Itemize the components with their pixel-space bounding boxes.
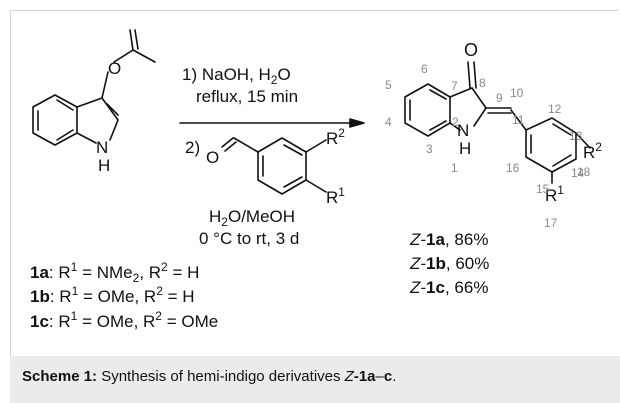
step2-number: 2) — [185, 138, 200, 157]
atom-number-18: 18 — [577, 165, 591, 179]
product-oxygen-label: O — [464, 40, 478, 60]
caption-z: Z — [344, 368, 354, 385]
atom-number-12: 12 — [548, 102, 562, 116]
reactant-oxygen-label: O — [108, 59, 121, 78]
aldehyde-structure — [221, 137, 327, 195]
temperature-time-label: 0 °C to rt, 3 d — [199, 229, 299, 248]
atom-number-6: 6 — [421, 62, 428, 76]
atom-numbers: 1 2 3 4 5 6 7 8 9 10 11 12 13 14 15 16 1… — [385, 62, 591, 230]
atom-number-1: 1 — [451, 161, 458, 175]
atom-number-8: 8 — [479, 76, 486, 90]
caption-box — [10, 356, 620, 403]
aldehyde-r2-label: R2 — [326, 126, 345, 148]
atom-number-17: 17 — [544, 216, 558, 230]
caption-end: c — [383, 368, 393, 385]
atom-number-13: 13 — [569, 129, 583, 143]
atom-number-10: 10 — [510, 86, 524, 100]
yield-1c: Z-1c, 66% — [409, 278, 488, 297]
product-n-label: N — [457, 121, 469, 140]
atom-number-11: 11 — [512, 113, 525, 127]
aldehyde-r1-label: R1 — [326, 185, 345, 207]
product-structure — [404, 61, 591, 184]
substituent-1b: 1b: R1 = OMe, R2 = H — [30, 284, 195, 306]
caption-range: -1a — [353, 368, 376, 385]
caption-dash: – — [375, 368, 384, 385]
product-r2-label: R2 — [583, 140, 602, 162]
atom-number-15: 15 — [536, 182, 550, 196]
atom-number-4: 4 — [385, 115, 392, 129]
reactant-indole-structure — [32, 29, 156, 146]
solvent-label: H2O/MeOH — [209, 207, 295, 229]
substituent-1a: 1a: R1 = NMe2, R2 = H — [30, 260, 199, 285]
caption-label: Scheme 1: — [22, 368, 98, 385]
step1-conditions: reflux, 15 min — [196, 87, 298, 106]
aldehyde-oxygen-label: O — [206, 148, 219, 167]
yield-1b: Z-1b, 60% — [409, 254, 489, 273]
scheme-caption: Scheme 1: Synthesis of hemi-indigo deriv… — [22, 368, 396, 385]
caption-text: Synthesis of hemi-indigo derivatives — [97, 368, 345, 385]
atom-number-7: 7 — [451, 79, 458, 93]
reactant-h-label: H — [98, 156, 110, 175]
yield-1a: Z-1a, 86% — [409, 230, 488, 249]
step1-label: 1) NaOH, H2O — [182, 65, 291, 87]
atom-number-5: 5 — [385, 78, 392, 92]
scheme-frame — [10, 10, 618, 356]
substituent-1c: 1c: R1 = OMe, R2 = OMe — [30, 309, 218, 331]
product-h-label: H — [459, 139, 471, 158]
caption-period: . — [392, 368, 397, 385]
reactant-n-label: N — [96, 138, 108, 157]
atom-number-2: 2 — [452, 115, 459, 129]
atom-number-3: 3 — [426, 142, 433, 156]
arrow-head — [349, 118, 365, 128]
atom-number-14: 14 — [571, 166, 585, 180]
atom-number-16: 16 — [506, 161, 520, 175]
atom-number-9: 9 — [496, 91, 503, 105]
product-r1-label: R1 — [545, 183, 564, 205]
